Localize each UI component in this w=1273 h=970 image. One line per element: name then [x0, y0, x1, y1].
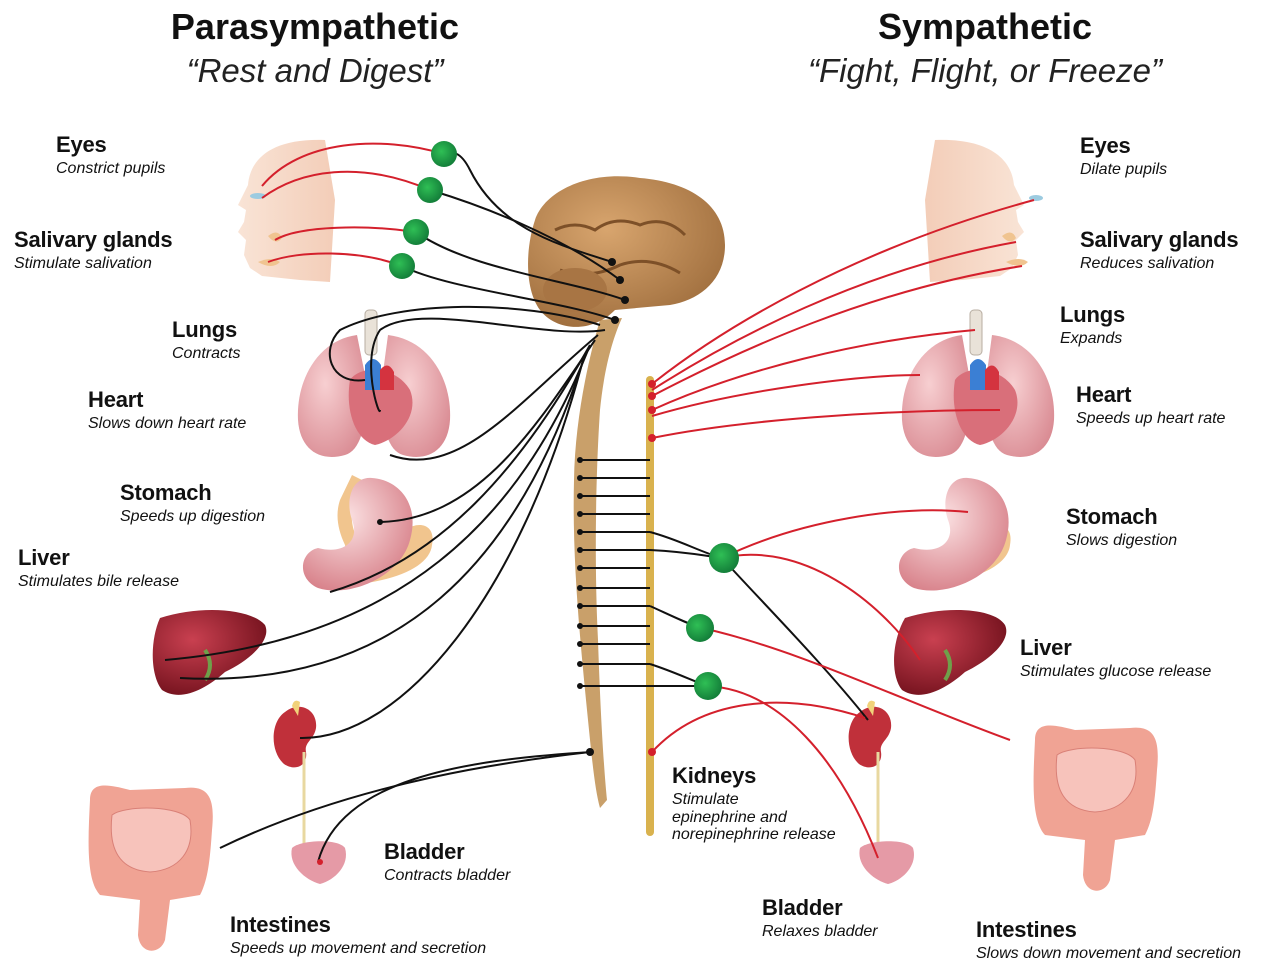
para-salivary-effect: Stimulate salivation: [14, 255, 172, 273]
symp-liver-effect: Stimulates glucose release: [1020, 663, 1211, 681]
liver-right-illustration: [894, 610, 1006, 695]
lungs-heart-left-illustration: [298, 310, 450, 457]
para-liver-name: Liver: [18, 546, 179, 570]
symp-stomach-name: Stomach: [1066, 505, 1177, 529]
symp-kidneys-effect-line-2: norepinephrine release: [672, 826, 836, 844]
symp-label-salivary: Salivary glands Reduces salivation: [1080, 228, 1238, 273]
face-left-illustration: [238, 140, 335, 282]
symp-label-stomach: Stomach Slows digestion: [1066, 505, 1177, 550]
para-intestines-effect: Speeds up movement and secretion: [230, 940, 486, 958]
para-stomach-effect: Speeds up digestion: [120, 508, 265, 526]
intestines-left-illustration: [89, 786, 213, 951]
symp-label-bladder: Bladder Relaxes bladder: [762, 896, 878, 941]
sympathetic-title: Sympathetic: [770, 6, 1200, 48]
parasympathetic-title: Parasympathetic: [120, 6, 510, 48]
stomach-right-illustration: [899, 478, 1011, 591]
stomach-left-illustration: [303, 475, 433, 591]
symp-intestines-name: Intestines: [976, 918, 1241, 942]
symp-kidneys-effect: Stimulate: [672, 791, 836, 809]
symp-lungs-name: Lungs: [1060, 303, 1125, 327]
symp-label-kidneys: Kidneys Stimulate epinephrine and norepi…: [672, 764, 836, 844]
para-label-bladder: Bladder Contracts bladder: [384, 840, 510, 885]
sympathetic-heading: Sympathetic “Fight, Flight, or Freeze”: [770, 6, 1200, 90]
para-label-lungs: Lungs Contracts: [172, 318, 240, 363]
kidney-left-illustration: [274, 701, 317, 845]
para-heart-effect: Slows down heart rate: [88, 415, 246, 433]
ganglion-symp-celiac: [709, 543, 739, 573]
symp-lungs-effect: Expands: [1060, 330, 1125, 348]
para-heart-name: Heart: [88, 388, 246, 412]
para-bladder-name: Bladder: [384, 840, 510, 864]
ganglion-symp-mesenteric: [686, 614, 714, 642]
para-eyes-effect: Constrict pupils: [56, 160, 165, 178]
para-label-eyes: Eyes Constrict pupils: [56, 133, 165, 178]
symp-intestines-effect: Slows down movement and secretion: [976, 945, 1241, 963]
ganglion-para-2: [417, 177, 443, 203]
para-liver-effect: Stimulates bile release: [18, 573, 179, 591]
symp-label-liver: Liver Stimulates glucose release: [1020, 636, 1211, 681]
symp-heart-name: Heart: [1076, 383, 1225, 407]
symp-salivary-name: Salivary glands: [1080, 228, 1238, 252]
para-eyes-name: Eyes: [56, 133, 165, 157]
spinal-cord-illustration: [574, 318, 622, 808]
bladder-right-illustration: [859, 841, 914, 884]
symp-bladder-effect: Relaxes bladder: [762, 923, 878, 941]
para-label-intestines: Intestines Speeds up movement and secret…: [230, 913, 486, 958]
symp-label-eyes: Eyes Dilate pupils: [1080, 134, 1167, 179]
symp-kidneys-name: Kidneys: [672, 764, 836, 788]
symp-liver-name: Liver: [1020, 636, 1211, 660]
face-right-illustration: [925, 140, 1043, 282]
symp-post-kidney: [652, 703, 865, 752]
symp-kidneys-effect-line-1: epinephrine and: [672, 809, 836, 827]
para-label-salivary: Salivary glands Stimulate salivation: [14, 228, 172, 273]
parasympathetic-subtitle: “Rest and Digest”: [120, 52, 510, 90]
para-stomach-name: Stomach: [120, 481, 265, 505]
symp-post-liver: [722, 555, 920, 660]
para-nerve-intestines: [220, 752, 590, 848]
ganglion-para-3: [403, 219, 429, 245]
ganglion-para-1: [431, 141, 457, 167]
ganglion-symp-inferior: [694, 672, 722, 700]
para-bladder-effect: Contracts bladder: [384, 867, 510, 885]
symp-heart-effect: Speeds up heart rate: [1076, 410, 1225, 428]
symp-eyes-name: Eyes: [1080, 134, 1167, 158]
symp-post-lungs2: [652, 375, 920, 416]
symp-salivary-effect: Reduces salivation: [1080, 255, 1238, 273]
symp-label-lungs: Lungs Expands: [1060, 303, 1125, 348]
intestines-right-illustration: [1034, 726, 1158, 891]
symp-bladder-name: Bladder: [762, 896, 878, 920]
ganglion-para-4: [389, 253, 415, 279]
symp-label-intestines: Intestines Slows down movement and secre…: [976, 918, 1241, 963]
para-label-heart: Heart Slows down heart rate: [88, 388, 246, 433]
symp-label-heart: Heart Speeds up heart rate: [1076, 383, 1225, 428]
para-label-liver: Liver Stimulates bile release: [18, 546, 179, 591]
para-lungs-effect: Contracts: [172, 345, 240, 363]
kidney-right-illustration: [849, 701, 892, 845]
para-label-stomach: Stomach Speeds up digestion: [120, 481, 265, 526]
para-intestines-name: Intestines: [230, 913, 486, 937]
symp-eyes-effect: Dilate pupils: [1080, 161, 1167, 179]
para-lungs-name: Lungs: [172, 318, 240, 342]
para-salivary-name: Salivary glands: [14, 228, 172, 252]
symp-stomach-effect: Slows digestion: [1066, 532, 1177, 550]
lungs-heart-right-illustration: [902, 310, 1054, 457]
liver-left-illustration: [153, 610, 267, 695]
sympathetic-subtitle: “Fight, Flight, or Freeze”: [770, 52, 1200, 90]
parasympathetic-heading: Parasympathetic “Rest and Digest”: [120, 6, 510, 90]
